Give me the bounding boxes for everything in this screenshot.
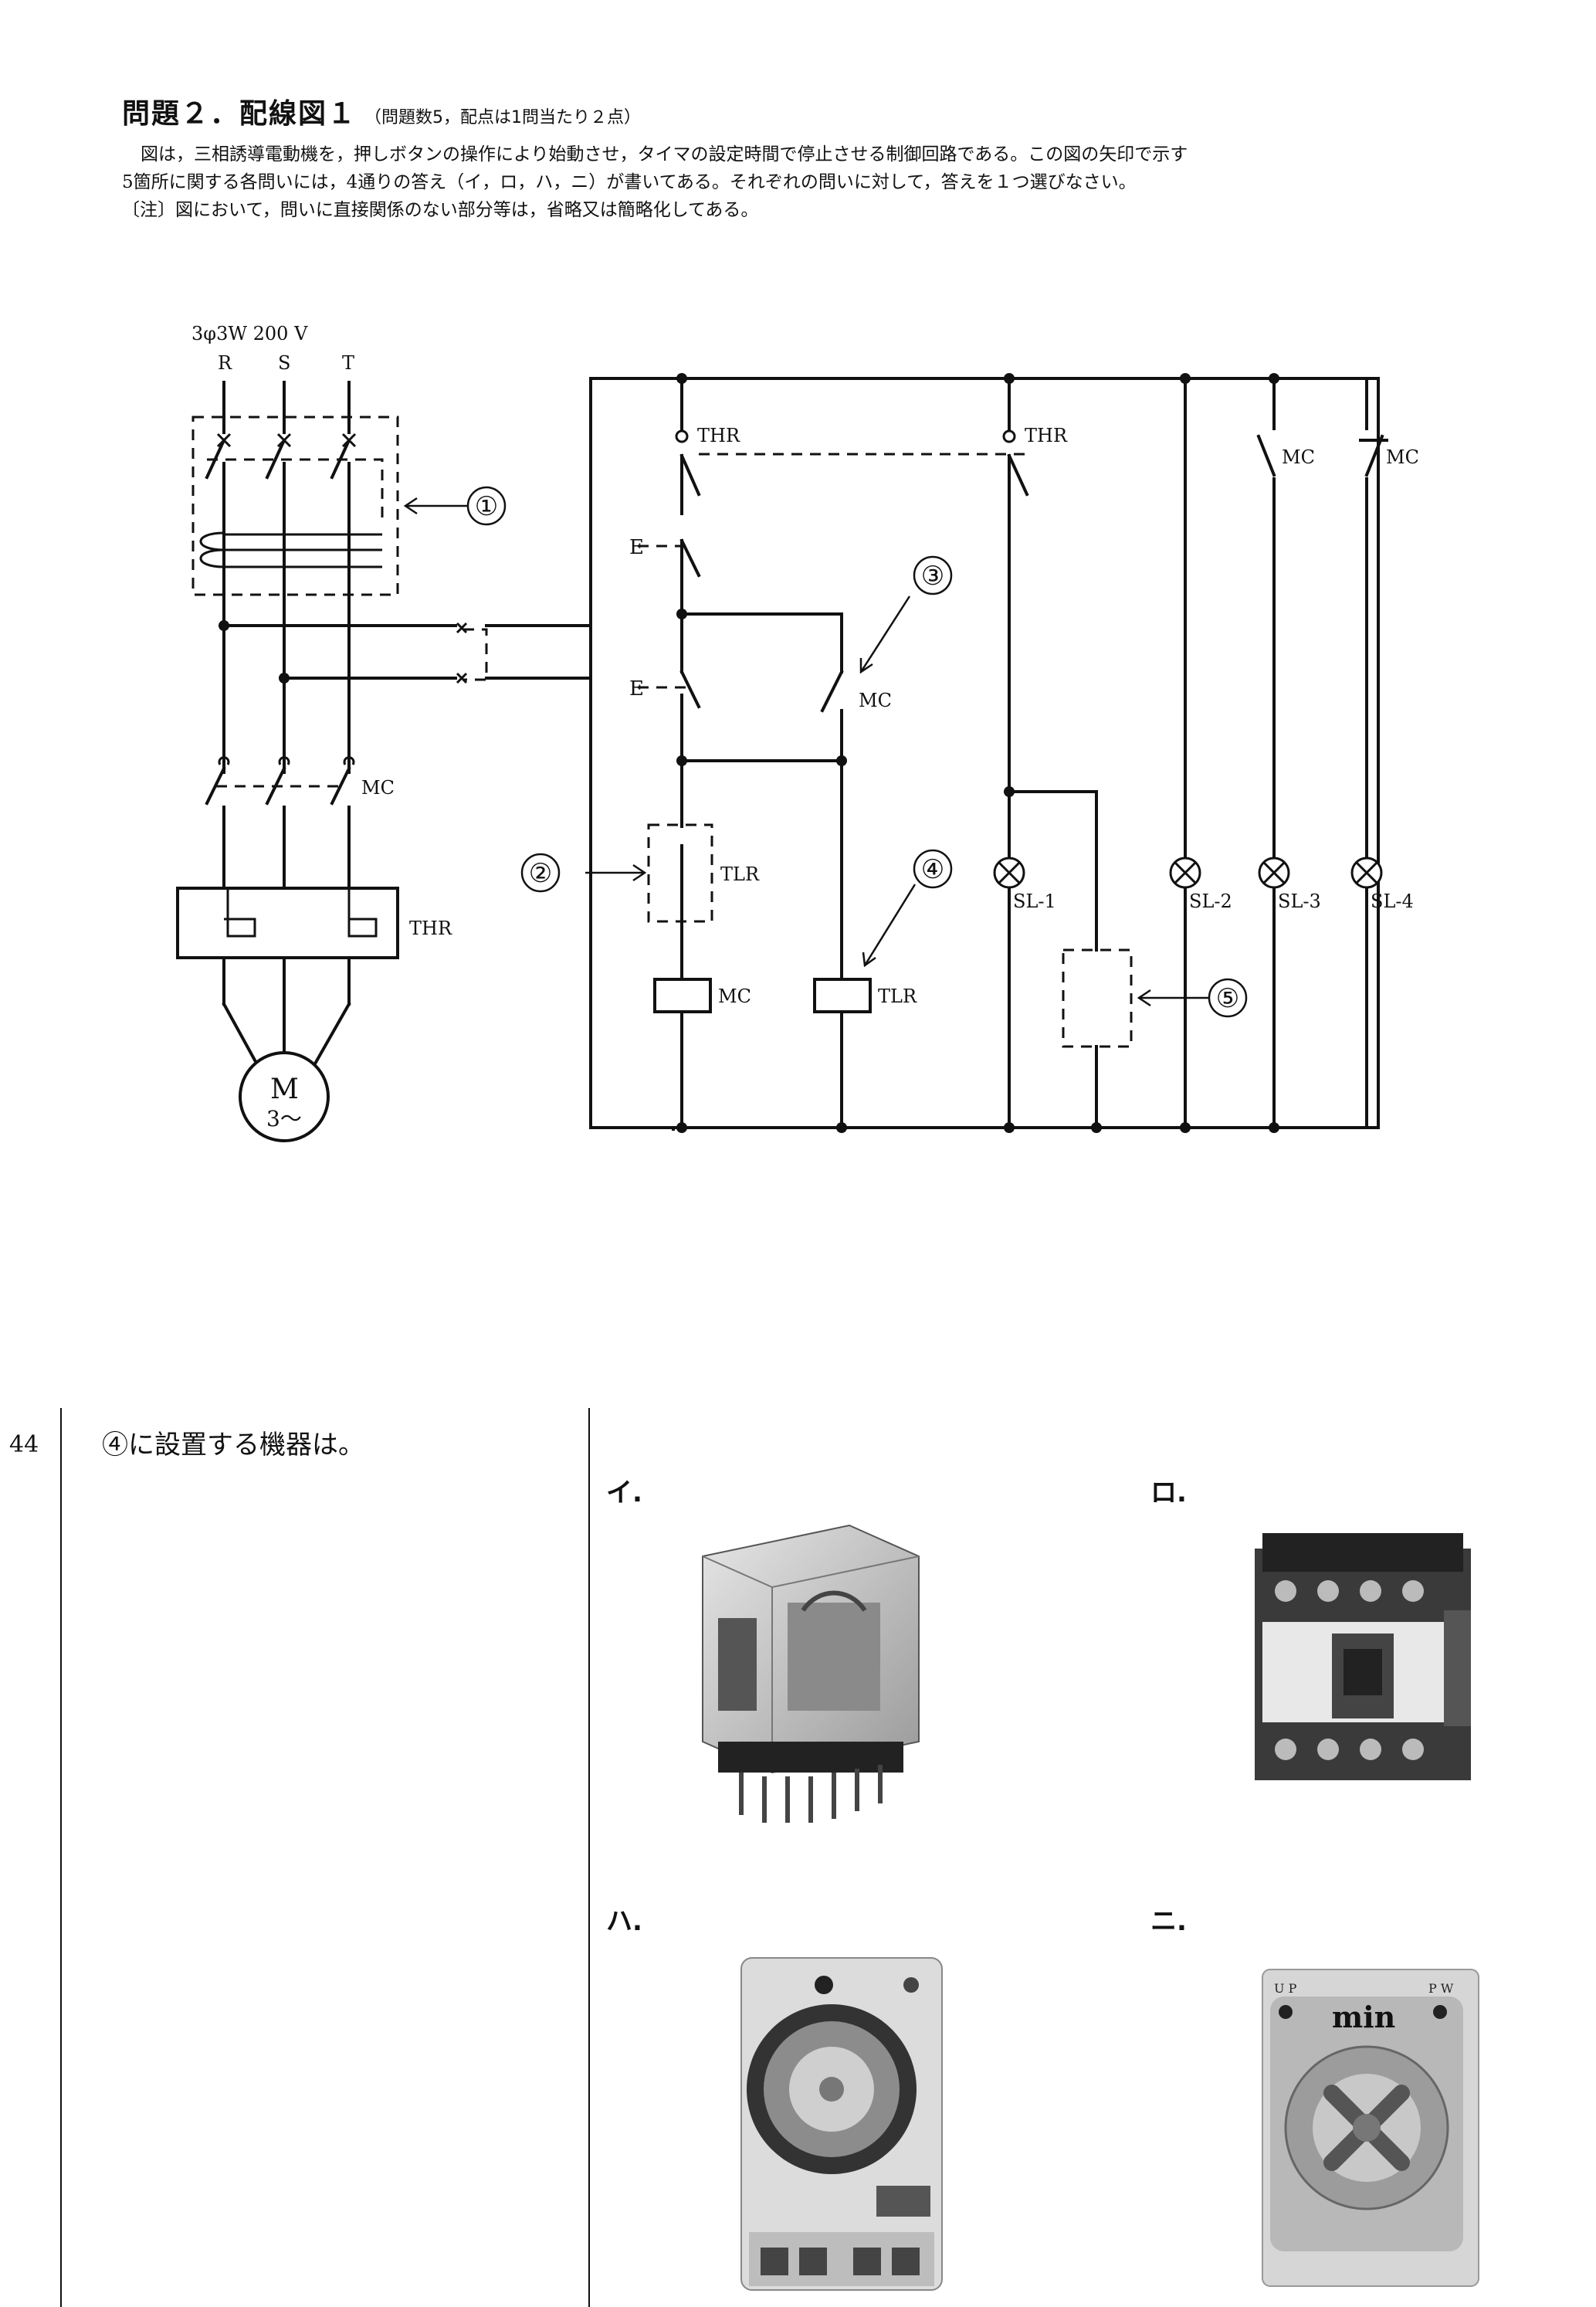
lamp-sl3 bbox=[1258, 857, 1290, 889]
label-thr-2: THR bbox=[1025, 425, 1068, 446]
option-ha-label[interactable]: ハ. bbox=[606, 1906, 642, 1937]
option-ni-label[interactable]: ニ. bbox=[1150, 1906, 1187, 1937]
label-s: S bbox=[278, 352, 290, 374]
motor-m: M bbox=[270, 1074, 299, 1105]
marker-5: ⑤ bbox=[1216, 983, 1239, 1014]
label-mc-3: MC bbox=[1282, 446, 1315, 468]
motor bbox=[239, 1051, 330, 1142]
label-sl3: SL-3 bbox=[1278, 891, 1321, 912]
divider-mid bbox=[588, 1408, 590, 2307]
label-r: R bbox=[218, 352, 232, 374]
label-tlr-2: TLR bbox=[720, 863, 760, 885]
label-t: T bbox=[342, 352, 354, 374]
option-ro-label[interactable]: ロ. bbox=[1150, 1477, 1187, 1508]
option-ni-timer-image[interactable]: U P P W min bbox=[1259, 1966, 1482, 2290]
timer-pw-label: P W bbox=[1428, 1981, 1454, 1996]
problem-note: 〔注〕図において，問いに直接関係のない部分等は，省略又は簡略化してある。 bbox=[122, 200, 759, 220]
tlr-coil bbox=[813, 978, 872, 1013]
question-number: 44 bbox=[9, 1431, 39, 1458]
breaker-box-1 bbox=[191, 416, 399, 596]
marker-3: ③ bbox=[921, 561, 944, 592]
option-ha-timeswitch-image[interactable] bbox=[737, 1954, 946, 2294]
description-line-1: 図は，三相誘導電動機を，押しボタンの操作により始動させ，タイマの設定時間で停止さ… bbox=[141, 144, 1188, 165]
problem-title-note: （問題数5，配点は1問当たり２点） bbox=[364, 108, 642, 127]
label-sl4: SL-4 bbox=[1371, 891, 1414, 912]
lamp-sl1 bbox=[993, 857, 1025, 889]
thr-heater-box bbox=[176, 887, 399, 959]
problem-header: 問題２．配線図１（問題数5，配点は1問当たり２点） 図は，三相誘導電動機を，押し… bbox=[122, 91, 1512, 224]
marker-4: ④ bbox=[921, 854, 944, 885]
label-thr-main: THR bbox=[409, 918, 452, 939]
box-2 bbox=[647, 823, 713, 923]
label-mc-contact: MC bbox=[859, 690, 892, 711]
marker-1: ① bbox=[475, 491, 498, 522]
option-i-label[interactable]: イ. bbox=[606, 1477, 642, 1508]
option-ro-contactor-image[interactable] bbox=[1247, 1518, 1479, 1803]
option-i-relay-image[interactable] bbox=[687, 1510, 942, 1842]
mc-coil bbox=[653, 978, 712, 1013]
divider-left bbox=[60, 1408, 62, 2307]
problem-title: 問題２．配線図１（問題数5，配点は1問当たり２点） bbox=[122, 98, 642, 130]
box-5 bbox=[1062, 948, 1133, 1048]
lamp-sl4 bbox=[1350, 857, 1383, 889]
marker-2: ② bbox=[529, 858, 552, 889]
timer-min-label: min bbox=[1332, 2000, 1395, 2034]
label-tlr-coil: TLR bbox=[878, 986, 917, 1007]
label-thr-1: THR bbox=[697, 425, 740, 446]
question-text: ④に設置する機器は。 bbox=[102, 1430, 364, 1461]
problem-description: 図は，三相誘導電動機を，押しボタンの操作により始動させ，タイマの設定時間で停止さ… bbox=[122, 141, 1512, 196]
label-mc-coil: MC bbox=[718, 986, 751, 1007]
label-mc-main: MC bbox=[361, 777, 395, 799]
timer-up-label: U P bbox=[1274, 1981, 1297, 1996]
wiring-diagram: 3φ3W 200 V R S T MC THR THR THR MC MC MC… bbox=[176, 323, 1419, 1142]
motor-3: 3〜 bbox=[266, 1106, 302, 1131]
label-e-1: E bbox=[629, 536, 644, 559]
description-line-2: 5箇所に関する各問いには，4通りの答え（イ，ロ，ハ，ニ）が書いてある。それぞれの… bbox=[122, 172, 1137, 192]
lamp-sl2 bbox=[1169, 857, 1201, 889]
label-e-2: E bbox=[629, 677, 644, 701]
label-sl2: SL-2 bbox=[1189, 891, 1232, 912]
label-sl1: SL-1 bbox=[1013, 891, 1056, 912]
label-supply: 3φ3W 200 V bbox=[191, 323, 308, 344]
label-mc-4: MC bbox=[1386, 446, 1419, 468]
